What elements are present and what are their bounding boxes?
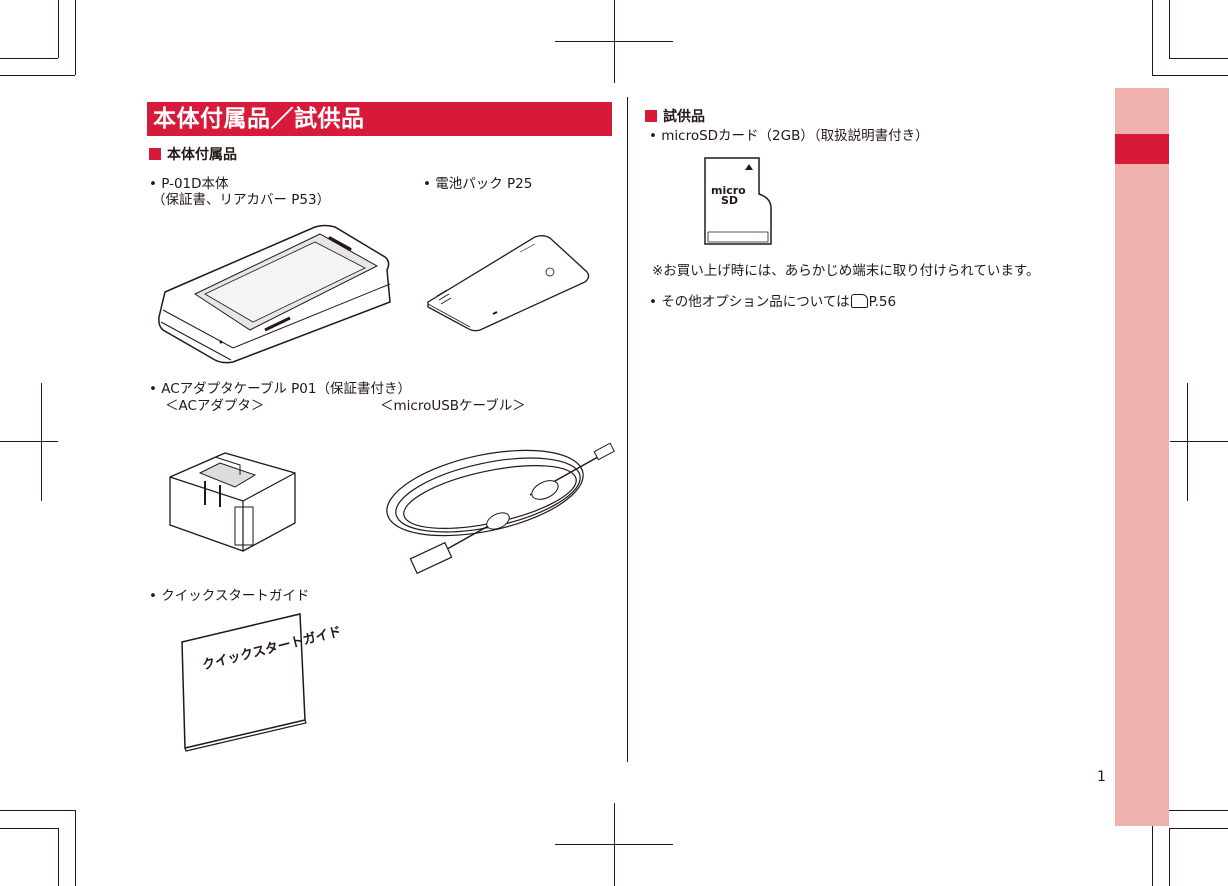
svg-text:micro: micro — [711, 184, 746, 197]
reference-page-link[interactable]: P.56 — [868, 294, 897, 310]
phone-illustration — [158, 224, 391, 364]
ac-adapter-illustration — [169, 452, 296, 552]
section-title: 本体付属品／試供品 — [147, 102, 612, 136]
phone-body-note: （保証書、リアカバー P53） — [152, 192, 331, 208]
usb-cable-label: ＜microUSBケーブル＞ — [380, 398, 526, 414]
side-index-tab — [1115, 88, 1169, 826]
sd-card-note: ※お買い上げ時には、あらかじめ端末に取り付けられています。 — [652, 263, 1040, 279]
sd-card-label: • microSDカード（2GB）（取扱説明書付き） — [649, 128, 929, 144]
ac-adapter-label: ＜ACアダプタ＞ — [165, 398, 265, 414]
page-number: 1 — [1097, 769, 1106, 785]
svg-text:SD: SD — [721, 194, 738, 207]
column-divider — [627, 97, 628, 762]
usb-cable-illustration — [386, 442, 615, 575]
right-heading: 試供品 — [645, 108, 705, 126]
side-index-marker — [1115, 134, 1169, 164]
ac-cable-label: • ACアダプタケーブル P01（保証書付き） — [149, 381, 411, 397]
battery-label: • 電池パック P25 — [423, 176, 533, 192]
battery-illustration — [427, 235, 590, 332]
quick-start-label: • クイックスタートガイド — [149, 588, 310, 604]
square-bullet-icon — [645, 110, 657, 122]
square-bullet-icon — [149, 148, 161, 160]
quick-start-booklet — [181, 613, 307, 752]
microsd-card-illustration: micro SD — [704, 157, 772, 245]
phone-body-label: • P-01D本体 — [149, 176, 229, 192]
left-heading: 本体付属品 — [149, 146, 237, 164]
reference-hand-icon — [850, 294, 868, 308]
